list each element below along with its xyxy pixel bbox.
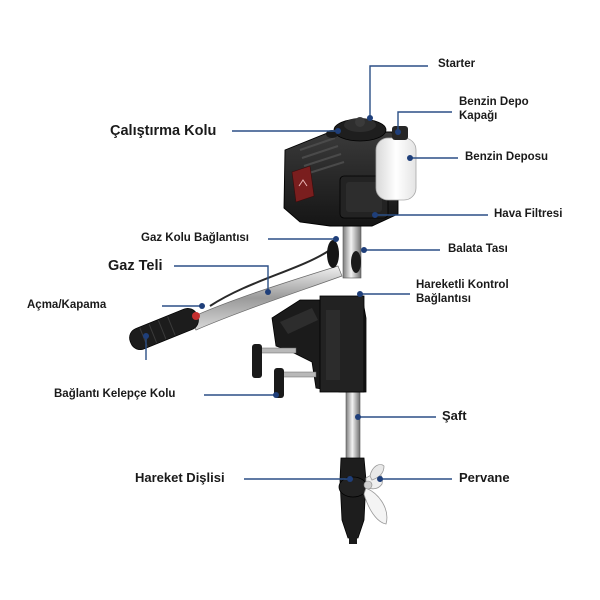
dot-hava-filtresi — [372, 212, 378, 218]
label-balata-tasi: Balata Tası — [448, 243, 508, 255]
dot-hareketli-kontrol — [357, 291, 363, 297]
label-gaz-teli: Gaz Teli — [108, 258, 163, 274]
leader-gaz-teli — [174, 265, 269, 292]
propeller — [363, 464, 388, 525]
dot-baglanti-kelepce-kolu — [273, 392, 279, 398]
label-starter: Starter — [438, 58, 476, 70]
label-hava-filtresi: Hava Filtresi — [494, 208, 563, 220]
clamp-screws — [252, 344, 317, 398]
label-baglanti-kelepce-kolu: Bağlantı Kelepçe Kolu — [54, 388, 176, 400]
label-benzin-deposu: Benzin Deposu — [465, 151, 549, 163]
label-hareketli-kontrol-line1: Hareketli Kontrol — [416, 279, 509, 291]
motor-illustration — [129, 117, 417, 544]
skeg — [349, 530, 357, 544]
leader-lines — [145, 65, 488, 480]
label-benzin-depo-kapagi-line1: Benzin Depo — [459, 96, 529, 108]
dot-benzin-deposu — [407, 155, 413, 161]
leader-benzin-depo-kapagi — [397, 111, 452, 132]
dot-acma-kapama — [199, 303, 205, 309]
dot-balata-tasi — [361, 247, 367, 253]
leader-dots — [143, 115, 413, 482]
dot-pervane — [377, 476, 383, 482]
dot-hareket-dislisi — [347, 476, 353, 482]
dot-handle-tick — [143, 333, 149, 339]
leader-starter — [369, 65, 428, 118]
dot-gaz-teli — [265, 289, 271, 295]
throttle-linkage — [327, 240, 361, 273]
gear-bulb — [338, 476, 368, 498]
throttle-cable — [209, 249, 331, 307]
dot-saft — [355, 414, 361, 420]
fuel-tank — [375, 126, 417, 201]
gear-housing — [339, 457, 367, 539]
dot-benzin-depo-kapagi — [395, 129, 401, 135]
dot-calistirma-kolu — [335, 128, 341, 134]
label-acma-kapama: Açma/Kapama — [27, 299, 107, 311]
clamp-bracket — [271, 295, 367, 393]
tiller-handle — [129, 265, 343, 351]
label-calistirma-kolu: Çalıştırma Kolu — [110, 123, 217, 139]
dot-gaz-kolu-baglantisi — [333, 236, 339, 242]
label-benzin-depo-kapagi-line2: Kapağı — [459, 110, 498, 122]
engine-head — [283, 131, 399, 227]
label-saft: Şaft — [442, 408, 467, 423]
label-pervane: Pervane — [459, 470, 510, 485]
label-hareket-dislisi: Hareket Dişlisi — [135, 470, 225, 485]
recoil-starter — [326, 117, 387, 142]
label-gaz-kolu-baglantisi: Gaz Kolu Bağlantısı — [141, 232, 249, 244]
label-hareketli-kontrol-line2: Bağlantısı — [416, 293, 471, 305]
dot-starter — [367, 115, 373, 121]
